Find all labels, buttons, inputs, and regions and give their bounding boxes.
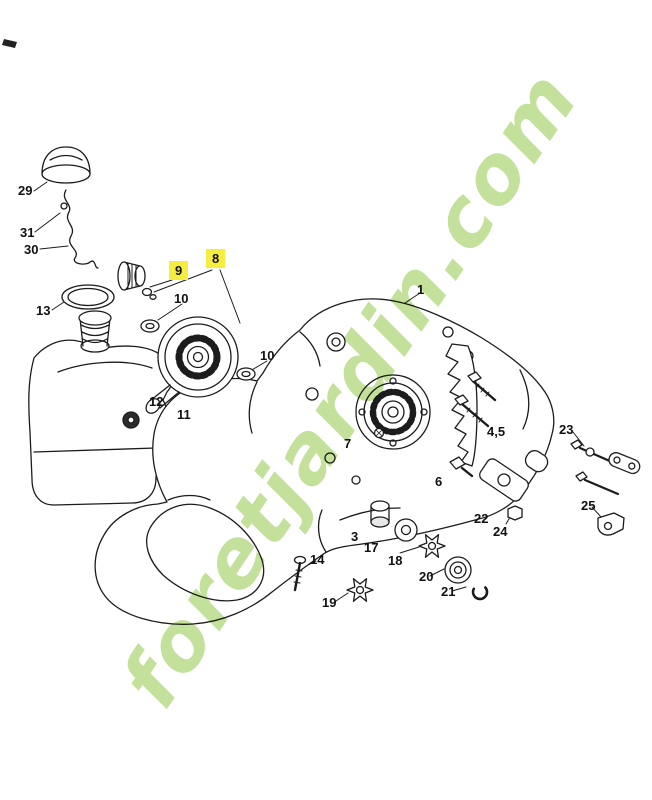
disc-20 — [444, 556, 472, 584]
part-label-10b: 10 — [260, 348, 275, 363]
part-label-3: 3 — [351, 529, 359, 544]
part-label-25: 25 — [581, 498, 596, 513]
washer-10-upper — [140, 319, 160, 333]
clutch-drum-11 — [145, 316, 239, 414]
screws-23 — [570, 439, 641, 496]
part-label-13: 13 — [36, 303, 51, 318]
cap-retainer — [60, 202, 68, 210]
part-label-30: 30 — [24, 242, 39, 257]
filler-neck-and-ring — [61, 284, 115, 353]
part-label-10a: 10 — [174, 291, 189, 306]
part-label-22: 22 — [474, 511, 489, 526]
part-label-21: 21 — [441, 584, 456, 599]
nut-24 — [507, 505, 523, 521]
pinion-gear-9 — [117, 261, 157, 300]
part-label-12: 12 — [149, 394, 164, 409]
e-clip-21 — [471, 583, 489, 601]
part-label-9: 9 — [169, 261, 189, 280]
sprocket-18 — [418, 534, 446, 558]
washer-17 — [394, 518, 418, 542]
washer-12 — [122, 411, 140, 429]
part-label-1: 1 — [417, 282, 425, 297]
housing-detail-lines — [167, 331, 530, 553]
bushing-3 — [370, 500, 390, 528]
part-label-19: 19 — [322, 595, 337, 610]
part-label-23: 23 — [559, 422, 574, 437]
part-label-4-5: 4,5 — [487, 424, 506, 439]
screw-14 — [293, 555, 307, 592]
part-label-8: 8 — [206, 249, 226, 268]
part-label-20: 20 — [419, 569, 434, 584]
bolt-6 — [449, 456, 474, 478]
tensioner-block-22 — [479, 450, 549, 502]
part-label-17: 17 — [364, 540, 379, 555]
part-label-18: 18 — [388, 553, 403, 568]
part-label-7: 7 — [344, 436, 352, 451]
clamp-25 — [597, 512, 625, 536]
part-label-11: 11 — [177, 407, 191, 422]
sprocket-19 — [346, 578, 374, 602]
part-label-14: 14 — [310, 552, 325, 567]
corner-mark — [2, 39, 17, 48]
housing-body — [94, 298, 555, 625]
screw-7 — [373, 427, 385, 439]
part-label-29: 29 — [18, 183, 33, 198]
bolts-4-5 — [454, 371, 497, 428]
washer-10-lower — [236, 367, 256, 381]
part-label-31: 31 — [20, 225, 35, 240]
cap-cord — [63, 189, 99, 269]
tank-cap — [41, 146, 91, 184]
part-label-24: 24 — [493, 524, 508, 539]
part-label-6: 6 — [435, 474, 443, 489]
